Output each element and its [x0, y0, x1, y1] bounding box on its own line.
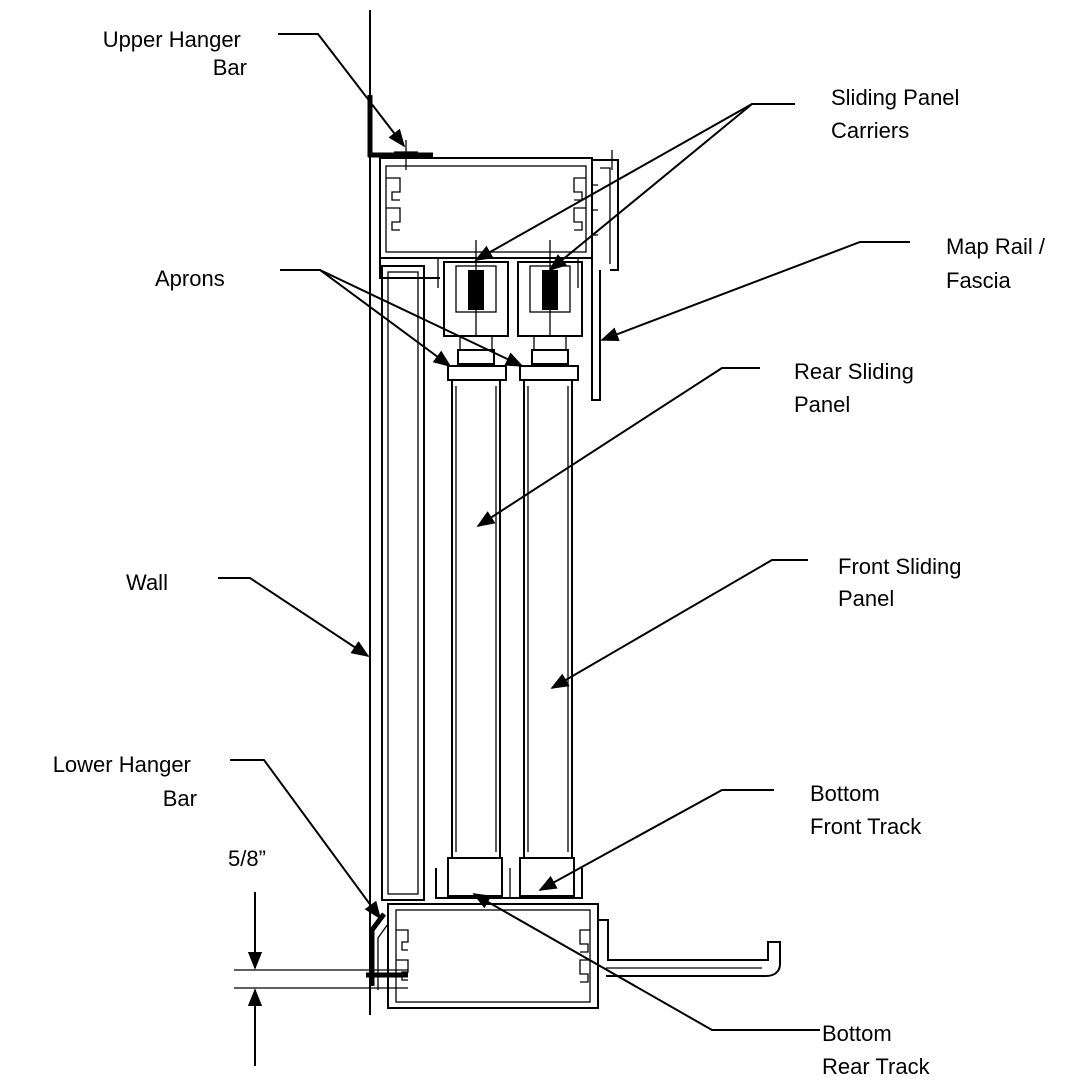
leader-map-rail-fascia	[600, 241, 910, 341]
label-wall: Wall	[126, 570, 168, 595]
leader-lower-hanger-bar	[230, 759, 382, 920]
front-sliding-panel-shape	[523, 380, 573, 858]
label-rear-sliding-panel: Rear Sliding Panel	[794, 359, 920, 417]
bottom-track-shape	[387, 857, 781, 1009]
label-sliding-panel-carriers: Sliding Panel Carriers	[831, 85, 966, 143]
leader-rear-sliding-panel	[476, 367, 760, 527]
leader-bottom-rear-track	[472, 893, 820, 1031]
label-front-sliding-panel: Front Sliding Panel	[838, 554, 968, 611]
header-rail-shape	[379, 157, 593, 348]
leader-aprons-front	[319, 269, 524, 367]
leader-lines	[218, 33, 910, 1031]
leader-wall	[218, 577, 370, 657]
backing-panel-shape	[381, 265, 425, 901]
label-lower-hanger-bar: Lower Hanger Bar	[53, 752, 197, 811]
section-drawing	[234, 10, 781, 1066]
dimension-lines	[234, 892, 408, 1066]
leader-front-sliding-panel	[550, 559, 808, 689]
label-dimension: 5/8”	[228, 846, 266, 871]
front-apron-shape	[519, 365, 579, 381]
label-bottom-front-track: Bottom Front Track	[810, 781, 922, 839]
labels: Upper Hanger Bar Sliding Panel Carriers …	[53, 27, 1051, 1079]
leader-sliding-panel-carriers-front	[548, 103, 753, 272]
rear-sliding-panel-shape	[451, 380, 501, 858]
leader-upper-hanger-bar	[278, 33, 406, 148]
label-upper-hanger-bar: Upper Hanger Bar	[103, 27, 247, 80]
label-bottom-rear-track: Bottom Rear Track	[822, 1021, 931, 1079]
label-aprons: Aprons	[155, 266, 225, 291]
leader-sliding-panel-carriers-rear	[474, 103, 795, 261]
upper-hanger-bar-shape	[367, 95, 433, 170]
leader-bottom-front-track	[538, 789, 774, 891]
label-map-rail-fascia: Map Rail / Fascia	[946, 234, 1051, 293]
rear-apron-shape	[447, 365, 507, 381]
